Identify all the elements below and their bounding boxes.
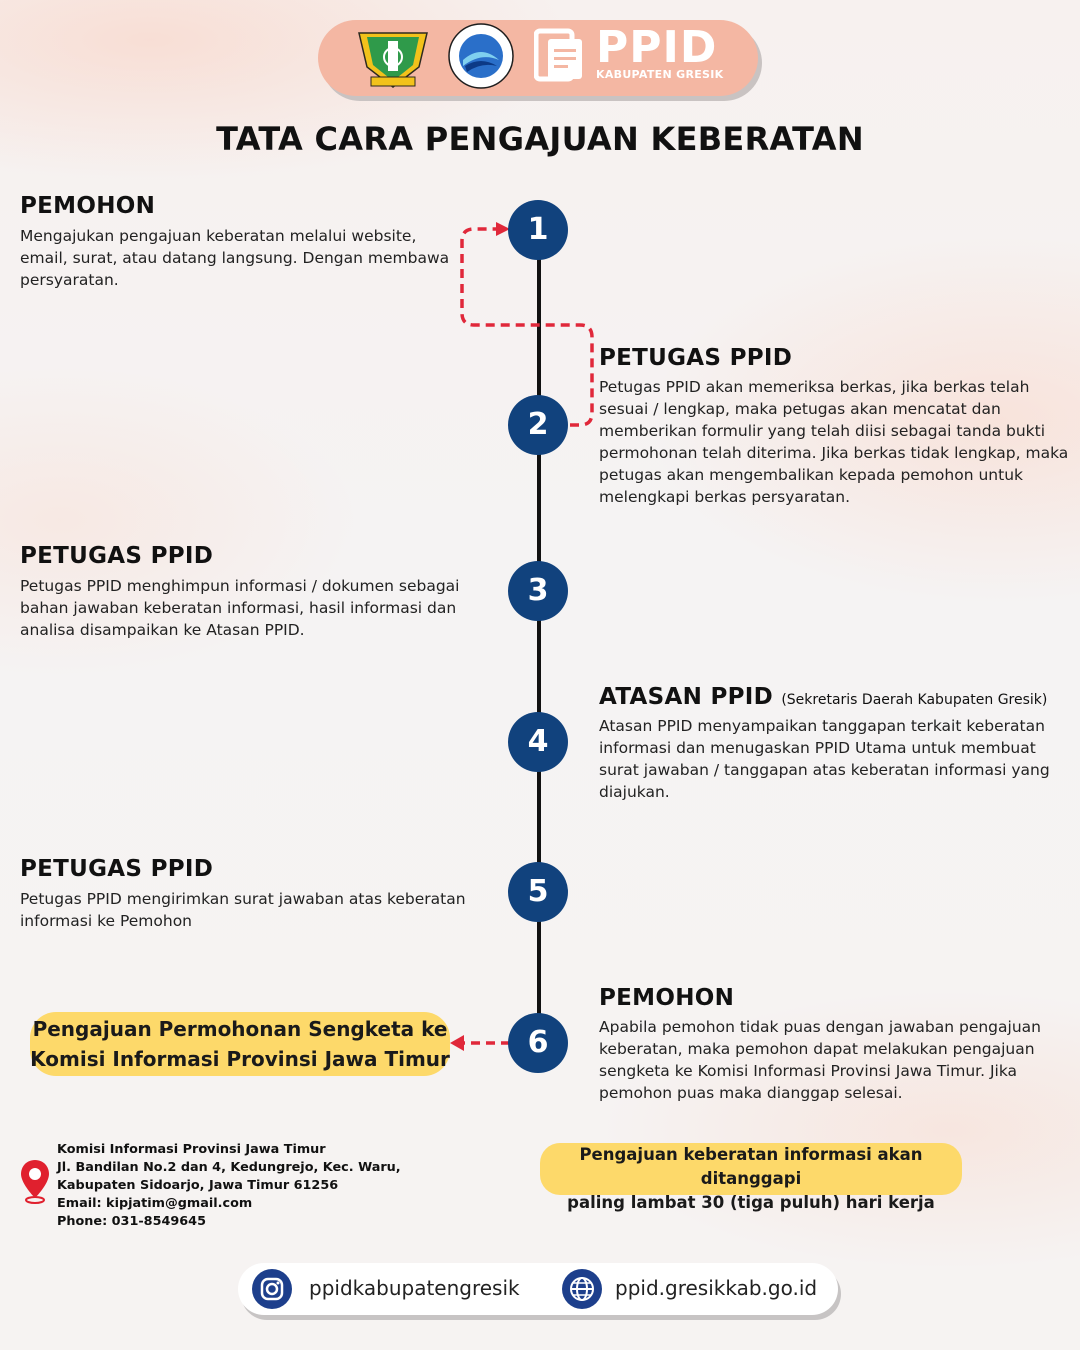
step-6-circle: 6 bbox=[508, 1013, 568, 1073]
step-3-heading: PETUGAS PPID bbox=[20, 543, 214, 569]
website-link[interactable]: ppid.gresikkab.go.id bbox=[615, 1276, 818, 1300]
document-icon bbox=[534, 28, 582, 82]
gresik-emblem-icon bbox=[358, 32, 428, 88]
step-2-circle: 2 bbox=[508, 395, 568, 455]
step-4-heading-note: (Sekretaris Daerah Kabupaten Gresik) bbox=[781, 692, 1048, 708]
step-4-heading: ATASAN PPID (Sekretaris Daerah Kabupaten… bbox=[599, 684, 1048, 710]
kominfo-logo-icon bbox=[448, 23, 514, 89]
ppid-logo-text: PPID bbox=[596, 22, 718, 73]
globe-icon[interactable] bbox=[562, 1269, 602, 1309]
instagram-handle[interactable]: ppidkabupatengresik bbox=[309, 1276, 520, 1300]
social-bar bbox=[238, 1263, 838, 1315]
step-1-text: Mengajukan pengajuan keberatan melalui w… bbox=[20, 227, 450, 289]
dispute-dashed-arrow bbox=[450, 1035, 510, 1051]
step-4-circle: 4 bbox=[508, 712, 568, 772]
step-6-heading: PEMOHON bbox=[599, 985, 735, 1011]
deadline-box: Pengajuan keberatan informasi akan ditan… bbox=[540, 1143, 962, 1212]
step-3-circle: 3 bbox=[508, 561, 568, 621]
step-2-heading: PETUGAS PPID bbox=[599, 345, 793, 371]
step-1-circle: 1 bbox=[508, 200, 568, 260]
step-2-text: Petugas PPID akan memeriksa berkas, jika… bbox=[599, 378, 1069, 506]
instagram-icon[interactable] bbox=[252, 1269, 292, 1309]
ppid-logo-subtitle: KABUPATEN GRESIK bbox=[596, 68, 724, 81]
dispute-box: Pengajuan Permohonan Sengketa ke Komisi … bbox=[30, 1012, 450, 1076]
step-5-heading: PETUGAS PPID bbox=[20, 856, 214, 882]
location-pin-icon bbox=[21, 1160, 49, 1204]
contact-info: Komisi Informasi Provinsi Jawa Timur Jl.… bbox=[57, 1142, 401, 1229]
step-1-heading: PEMOHON bbox=[20, 193, 156, 219]
return-dashed-arrow bbox=[460, 222, 594, 427]
step-4-text: Atasan PPID menyampaikan tanggapan terka… bbox=[599, 717, 1050, 801]
step-5-circle: 5 bbox=[508, 862, 568, 922]
timeline-line bbox=[537, 230, 541, 1045]
step-3-text: Petugas PPID menghimpun informasi / doku… bbox=[20, 577, 460, 639]
page-title: TATA CARA PENGAJUAN KEBERATAN bbox=[216, 120, 864, 158]
step-6-text: Apabila pemohon tidak puas dengan jawaba… bbox=[599, 1018, 1041, 1102]
step-5-text: Petugas PPID mengirimkan surat jawaban a… bbox=[20, 890, 466, 930]
